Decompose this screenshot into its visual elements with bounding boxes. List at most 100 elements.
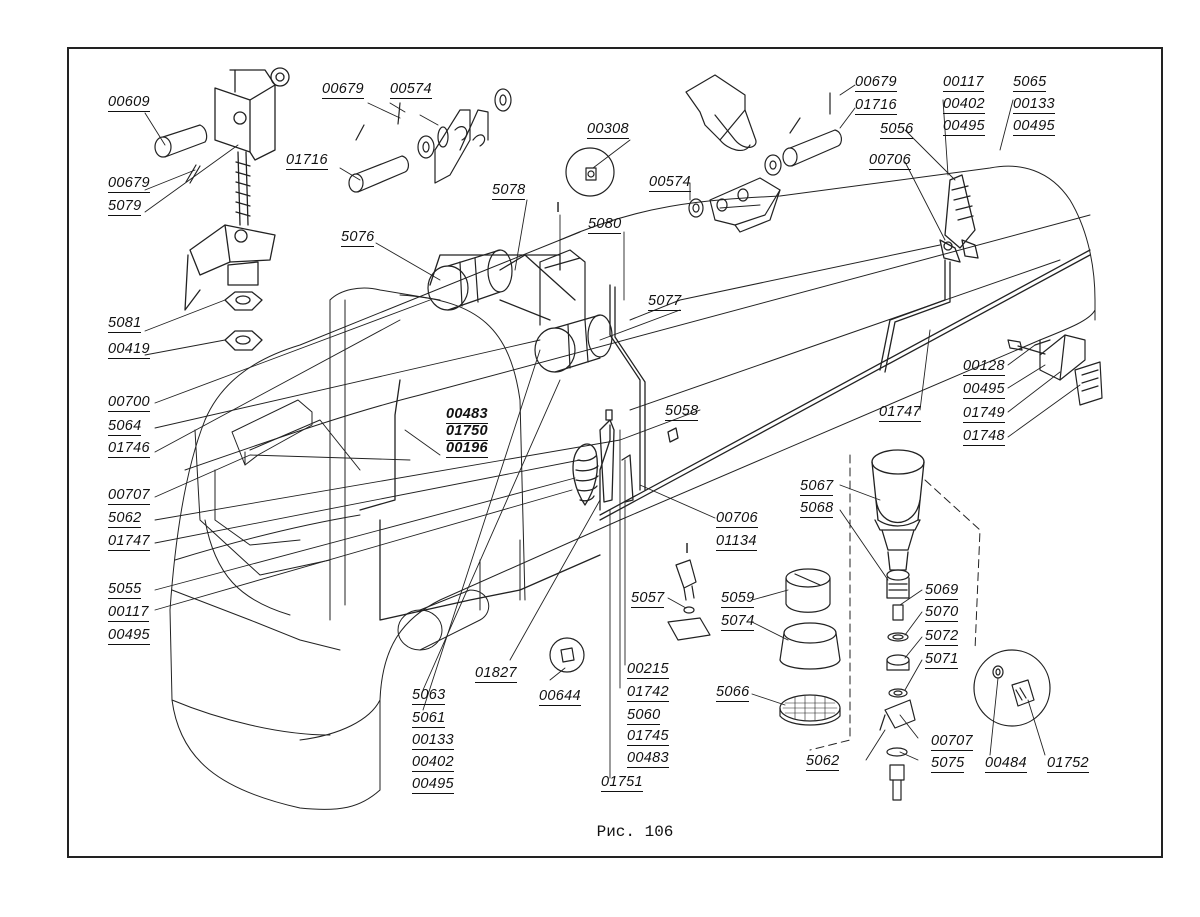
figure-caption-container: Рис. 106 <box>0 823 1200 841</box>
label-00644: 00644 <box>539 688 581 706</box>
clevis-pin-01716-left <box>348 155 409 193</box>
label-00308: 00308 <box>587 121 629 139</box>
label-00706: 00706 <box>869 152 911 170</box>
mesh-disc-5066 <box>779 694 841 726</box>
washers-and-links-left <box>417 88 512 184</box>
label-5060: 5060 <box>627 707 661 725</box>
label-01716: 01716 <box>855 97 897 115</box>
air-receiver-5076 <box>427 249 513 311</box>
label-5065: 5065 <box>1013 74 1047 92</box>
label-01716: 01716 <box>286 152 328 170</box>
label-00495: 00495 <box>943 118 985 136</box>
air-pipelines <box>359 249 1091 621</box>
cab-body-outline <box>169 165 1096 810</box>
label-01827: 01827 <box>475 665 517 683</box>
label-5055: 5055 <box>108 581 142 599</box>
label-5078: 5078 <box>492 182 526 200</box>
clevis-pin-01716-right <box>782 92 842 167</box>
label-00495: 00495 <box>412 776 454 794</box>
cap-5074 <box>779 622 841 670</box>
label-5063: 5063 <box>412 687 446 705</box>
brake-valve-5056 <box>939 174 979 263</box>
cotter-pins-00679-00574 <box>355 102 401 141</box>
label-01747: 01747 <box>879 404 921 422</box>
label-00495: 00495 <box>108 627 150 645</box>
label-00196: 00196 <box>446 440 488 458</box>
label-00402: 00402 <box>943 96 985 114</box>
tap-5057 <box>667 559 711 641</box>
cotter-pin-00679-left <box>185 164 201 184</box>
label-00679: 00679 <box>855 74 897 92</box>
detail-circle-00484-01752 <box>973 649 1051 727</box>
clevis-bracket-top-right <box>685 74 757 152</box>
label-00706: 00706 <box>716 510 758 528</box>
label-5066: 5066 <box>716 684 750 702</box>
label-5059: 5059 <box>721 590 755 608</box>
label-01747: 01747 <box>108 533 150 551</box>
figure-caption: Рис. 106 <box>596 823 674 841</box>
label-00574: 00574 <box>390 81 432 99</box>
label-5081: 5081 <box>108 315 142 333</box>
label-5074: 5074 <box>721 613 755 631</box>
air-filter-5067 <box>871 449 925 599</box>
label-5071: 5071 <box>925 651 959 669</box>
label-5062: 5062 <box>108 510 142 528</box>
label-00707: 00707 <box>931 733 973 751</box>
label-00133: 00133 <box>412 732 454 750</box>
label-00484: 00484 <box>985 755 1027 773</box>
leader-lines <box>144 84 1081 779</box>
label-01742: 01742 <box>627 684 669 702</box>
label-00419: 00419 <box>108 341 150 359</box>
label-00707: 00707 <box>108 487 150 505</box>
label-01752: 01752 <box>1047 755 1089 773</box>
label-5080: 5080 <box>588 216 622 234</box>
label-5067: 5067 <box>800 478 834 496</box>
label-00133: 00133 <box>1013 96 1055 114</box>
label-00679: 00679 <box>108 175 150 193</box>
label-section-I: I <box>685 541 690 557</box>
label-00117: 00117 <box>108 604 149 622</box>
label-00117: 00117 <box>943 74 984 92</box>
pin-00609 <box>154 124 208 158</box>
label-01746: 01746 <box>108 440 150 458</box>
label-5076: 5076 <box>341 229 375 247</box>
label-01749: 01749 <box>963 405 1005 423</box>
label-00128: 00128 <box>963 358 1005 376</box>
filter-element-5059 <box>785 568 831 613</box>
label-00483: 00483 <box>446 406 488 424</box>
detail-circle-00308 <box>565 147 615 197</box>
label-5064: 5064 <box>108 418 142 436</box>
label-5079: 5079 <box>108 198 142 216</box>
detail-circle-00644 <box>549 637 585 673</box>
label-01751: 01751 <box>601 774 643 792</box>
label-01745: 01745 <box>627 728 669 746</box>
figure-frame <box>67 47 1163 858</box>
hose-coil-5058 <box>572 409 679 506</box>
label-5070: 5070 <box>925 604 959 622</box>
label-5069: 5069 <box>925 582 959 600</box>
label-00483: 00483 <box>627 750 669 768</box>
label-00402: 00402 <box>412 754 454 772</box>
tension-bolt-assembly <box>184 67 290 351</box>
label-5061: 5061 <box>412 710 446 728</box>
bracket-01748-01749 <box>1007 334 1103 406</box>
label-01750: 01750 <box>446 423 488 441</box>
label-5077: 5077 <box>648 293 682 311</box>
filter-fittings-5069-5075 <box>879 604 916 801</box>
label-00679: 00679 <box>322 81 364 99</box>
clevis-links-00574-right <box>688 154 782 233</box>
label-00574: 00574 <box>649 174 691 192</box>
label-01134: 01134 <box>716 533 757 551</box>
receiver-bracket-5078-5080 <box>539 249 586 326</box>
filter-dashed-bracket <box>809 454 981 751</box>
label-section-I: I <box>556 200 561 216</box>
label-00495: 00495 <box>963 381 1005 399</box>
label-5072: 5072 <box>925 628 959 646</box>
label-00609: 00609 <box>108 94 150 112</box>
label-5058: 5058 <box>665 403 699 421</box>
label-00495: 00495 <box>1013 118 1055 136</box>
label-5068: 5068 <box>800 500 834 518</box>
label-00215: 00215 <box>627 661 669 679</box>
label-5062: 5062 <box>806 753 840 771</box>
